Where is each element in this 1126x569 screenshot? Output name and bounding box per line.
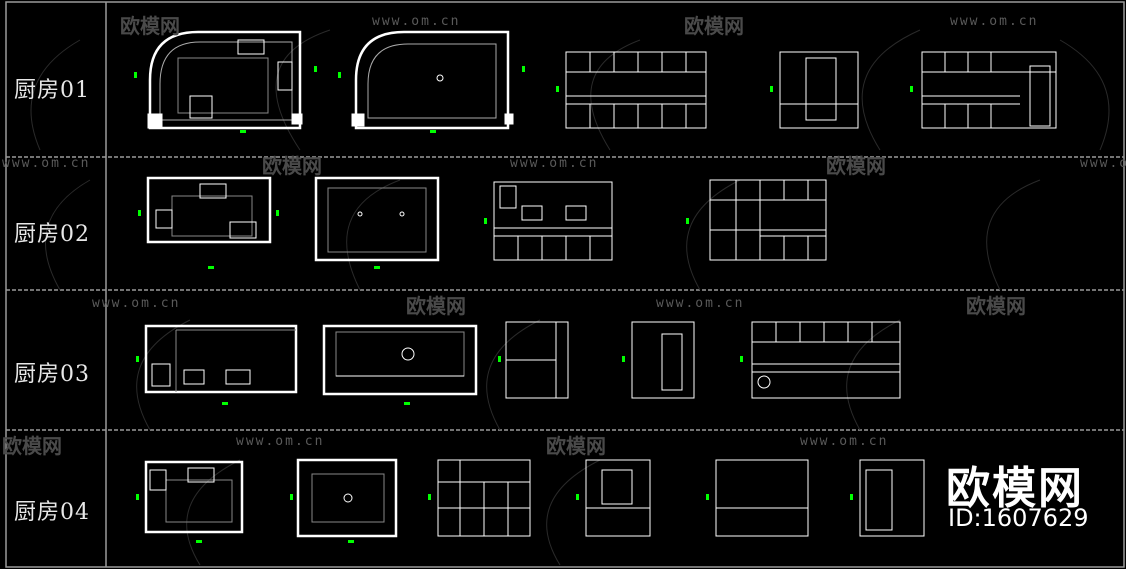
brand-id: ID:1607629 [948, 504, 1089, 532]
drawing-frame [5, 1, 1125, 568]
kitchen04-elevation-c [715, 459, 809, 537]
watermark-url: www.om.cn [800, 434, 889, 449]
kitchen04-elevation-d [859, 459, 925, 537]
kitchen01-ceiling [351, 30, 514, 130]
watermark-url: www.om.cn [372, 14, 461, 29]
watermark-logo: 欧模网 [684, 14, 744, 38]
watermark-url: www.om.cn [656, 296, 745, 311]
row-label-kitchen03: 厨房03 [14, 362, 90, 387]
watermark-arcs [30, 29, 1110, 566]
kitchen04-ceiling [296, 458, 398, 538]
watermark-logo: 欧模网 [406, 294, 466, 318]
kitchen02-drawings [146, 176, 827, 262]
kitchen01-elevation-a [565, 51, 707, 129]
watermark-url: www.om.cn [236, 434, 325, 449]
kitchen01-elevation-b [779, 51, 859, 129]
watermark-url: www.om.cn [950, 14, 1039, 29]
row-label-kitchen02: 厨房02 [14, 222, 90, 247]
kitchen03-elevation-c [751, 321, 901, 399]
brand-name: 欧模网 [946, 463, 1084, 514]
kitchen02-plan [146, 176, 272, 244]
watermark-logo: 欧模网 [966, 294, 1026, 318]
kitchen02-elevation-a [493, 181, 613, 261]
watermark-logo: 欧模网 [262, 154, 322, 178]
kitchen01-plan [147, 30, 303, 130]
watermark-url: www.om.cn [2, 156, 91, 171]
kitchen02-elevation-b [709, 179, 827, 261]
kitchen03-drawings [144, 321, 901, 399]
watermark-url: www.om.cn [510, 156, 599, 171]
kitchen01-elevation-c [921, 51, 1057, 129]
watermark-url: www.om.cn [92, 296, 181, 311]
row-label-kitchen04: 厨房04 [14, 500, 90, 525]
kitchen03-ceiling [322, 324, 478, 396]
kitchen04-elevation-a [437, 459, 531, 537]
kitchen03-elevation-a [505, 321, 569, 399]
watermark-logo: 欧模网 [826, 154, 886, 178]
kitchen02-ceiling [314, 176, 440, 262]
watermark-logo: 欧模网 [120, 14, 180, 38]
row-label-kitchen01: 厨房01 [14, 78, 90, 103]
kitchen04-drawings [144, 458, 925, 538]
kitchen04-plan [144, 460, 244, 534]
kitchen04-elevation-b [585, 459, 651, 537]
kitchen03-plan [144, 324, 298, 394]
watermark-logo: 欧模网 [2, 434, 62, 458]
dimension-marks [134, 66, 913, 543]
kitchen03-elevation-b [631, 321, 695, 399]
watermark-url: www.om.cn [1080, 156, 1126, 171]
watermark-logo: 欧模网 [546, 434, 606, 458]
kitchen01-drawings [147, 30, 1057, 130]
